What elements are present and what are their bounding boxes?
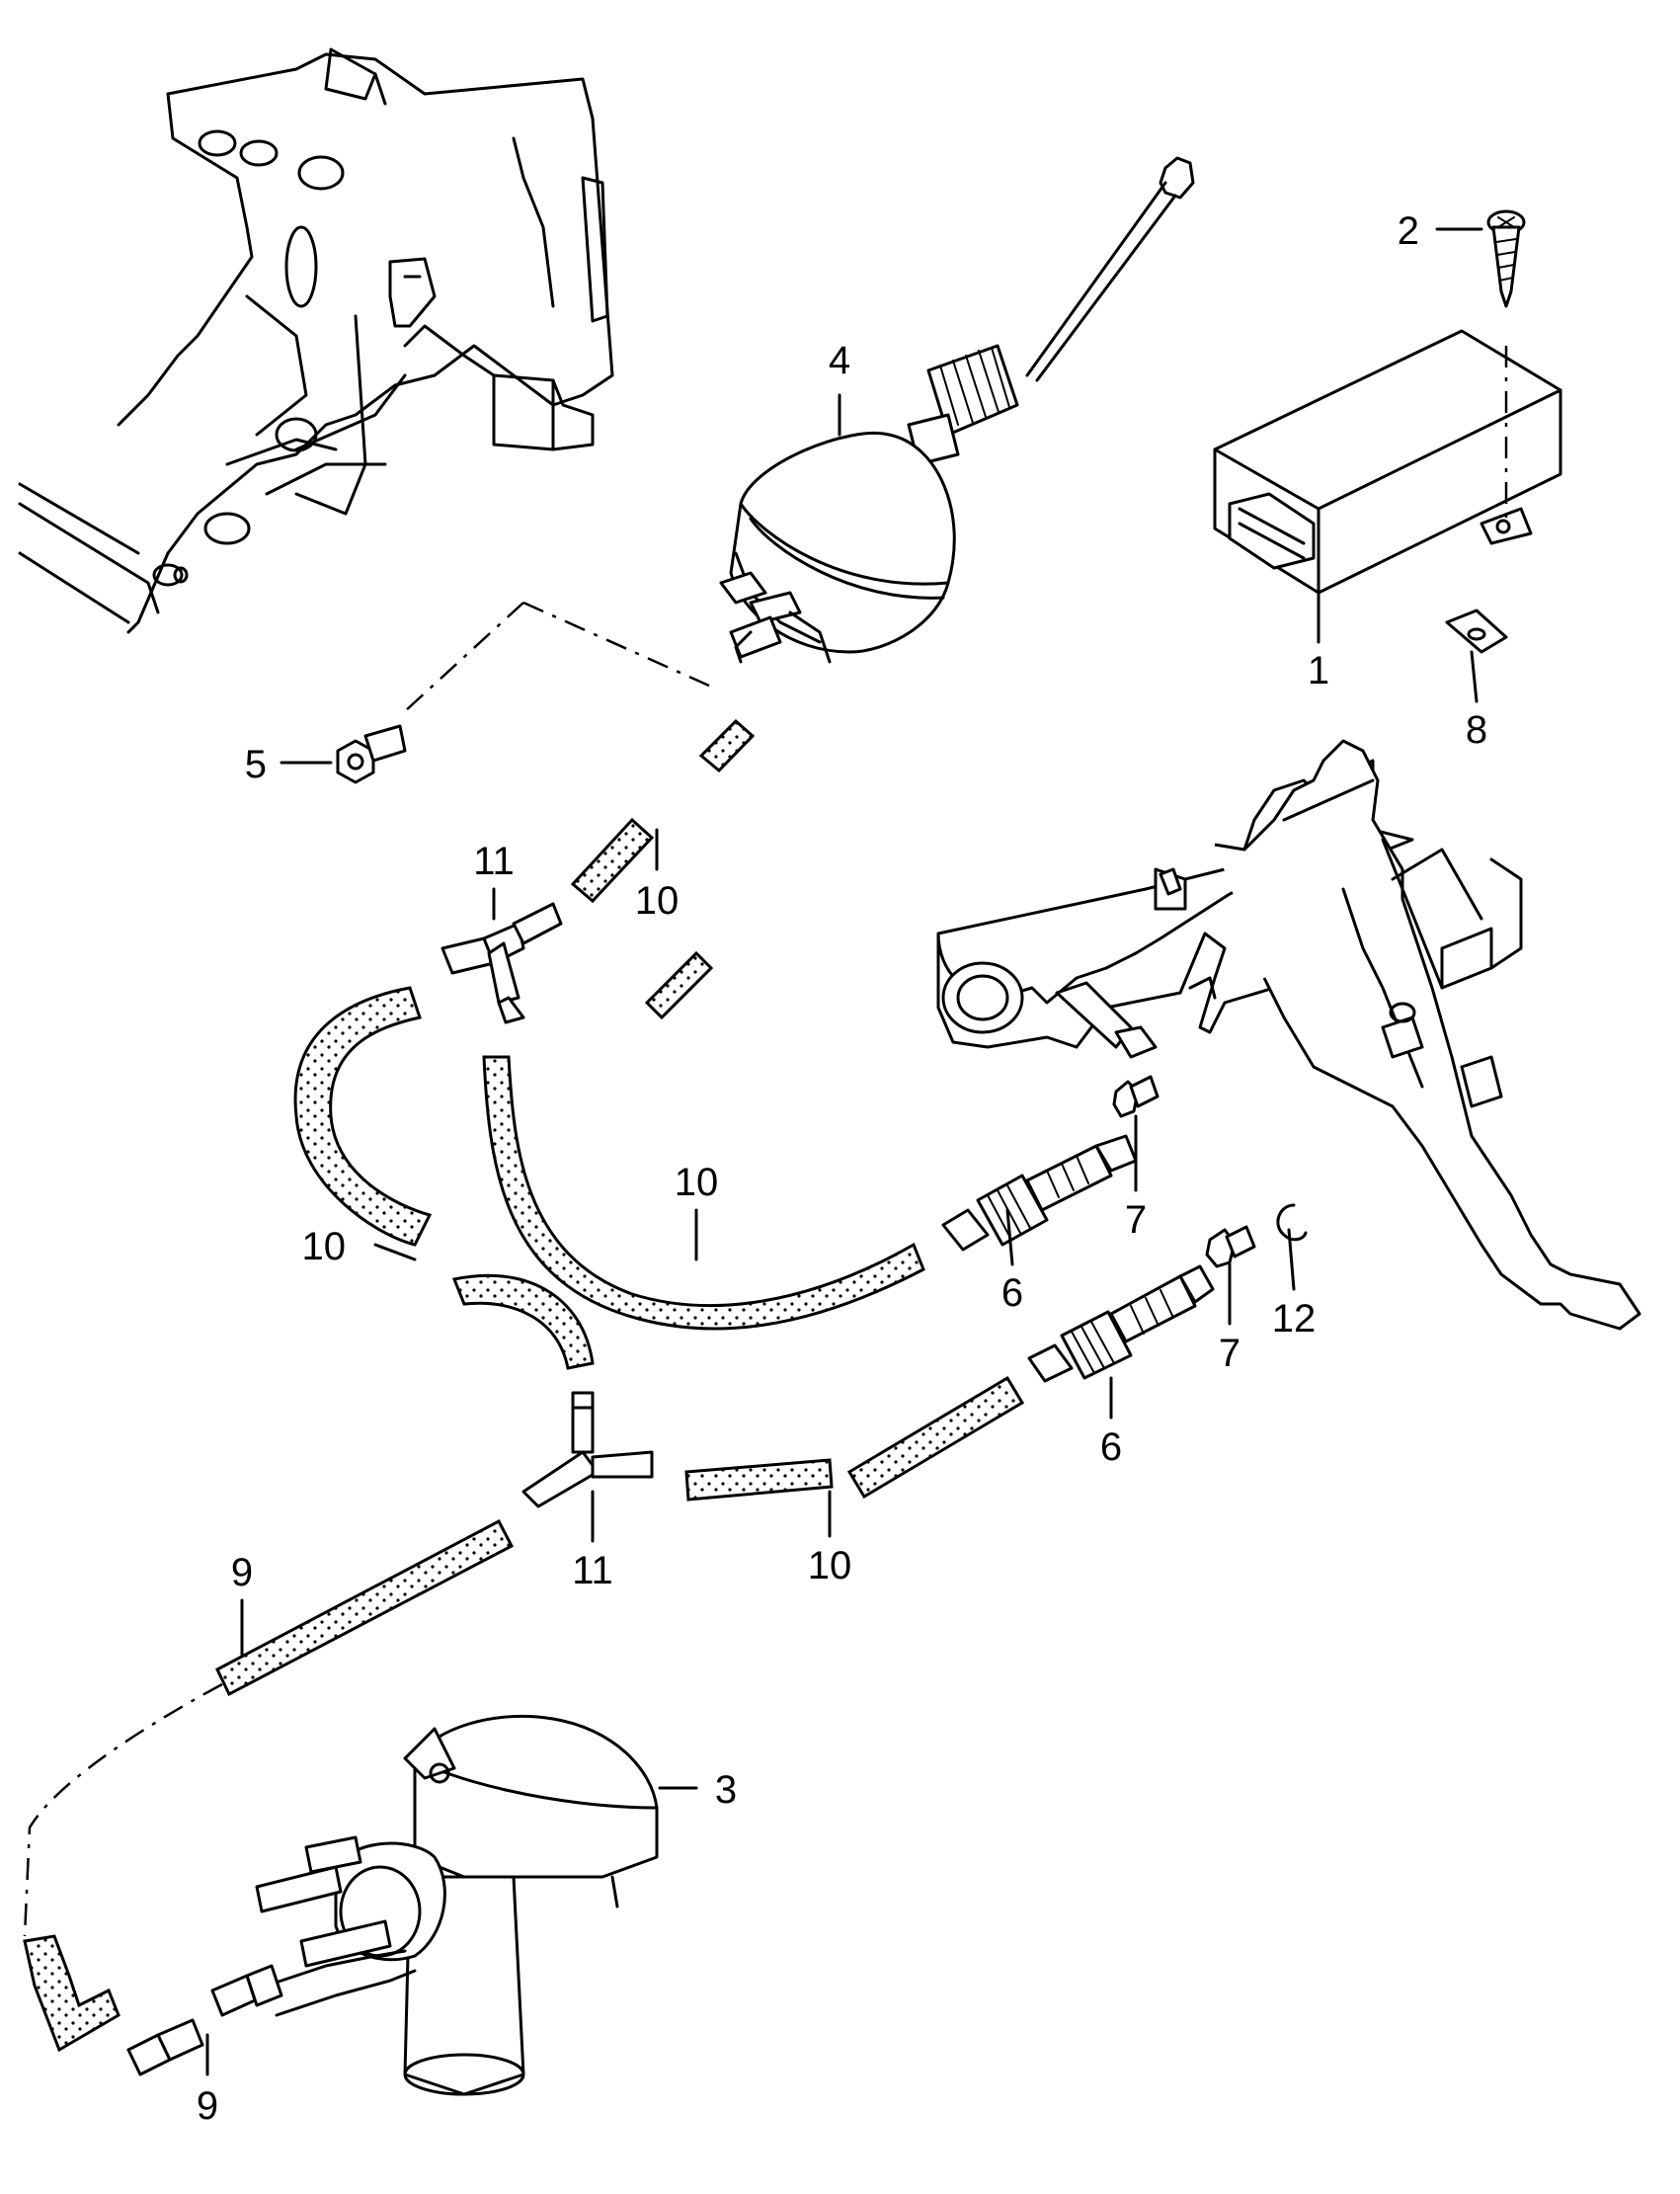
connector-part-9-lower (126, 2018, 204, 2076)
dash-leader-5b (404, 602, 524, 712)
vacuum-valve-upper-part-6 (941, 1134, 1138, 1252)
dash-leader-5 (522, 601, 712, 689)
callout-8: 8 (1466, 708, 1487, 752)
vacuum-actuator-part-4 (719, 156, 1195, 664)
leader-lines (205, 227, 1483, 2076)
control-unit-part-1 (1213, 329, 1562, 595)
callout-10-lower: 10 (808, 1544, 852, 1587)
vacuum-reservoir-part-3 (210, 1714, 659, 2096)
vacuum-valve-lower-part-6 (1027, 1264, 1215, 1383)
callout-1: 1 (1308, 649, 1329, 692)
callout-4: 4 (829, 339, 850, 382)
callout-9-lower: 9 (197, 2084, 218, 2128)
callout-3: 3 (715, 1768, 737, 1812)
callout-11-upper: 11 (473, 840, 515, 883)
callout-10-upper: 10 (635, 879, 680, 923)
body-structure (18, 47, 614, 634)
callout-10-left: 10 (302, 1225, 347, 1268)
clip-nut-part-8 (1445, 609, 1508, 654)
hoses-part-10 (23, 718, 1025, 2053)
screw-part-2 (1486, 209, 1526, 308)
callout-7-lower: 7 (1219, 1332, 1240, 1375)
pedal-assembly (936, 739, 1641, 1331)
callout-11-lower: 11 (572, 1549, 613, 1592)
t-piece-upper-part-11 (440, 902, 563, 1024)
dash-leader-9 (23, 1682, 223, 1937)
callout-5: 5 (245, 743, 267, 786)
circlip-part-12 (1276, 1203, 1308, 1242)
callout-2: 2 (1398, 209, 1419, 253)
callout-7-upper: 7 (1125, 1198, 1147, 1242)
callout-12: 12 (1272, 1297, 1317, 1341)
washer-part-7-lower (1205, 1225, 1256, 1268)
washer-part-7-upper (1112, 1075, 1160, 1118)
callout-6-upper: 6 (1001, 1271, 1023, 1315)
callout-10-mid: 10 (675, 1161, 719, 1204)
callout-6-lower: 6 (1100, 1425, 1122, 1469)
callouts: 2 1 8 4 5 11 10 10 7 6 12 7 6 10 10 11 9… (197, 209, 1487, 2128)
t-piece-lower-part-11 (521, 1391, 654, 1508)
callout-9-upper: 9 (231, 1551, 253, 1594)
bolt-part-5 (336, 724, 407, 784)
